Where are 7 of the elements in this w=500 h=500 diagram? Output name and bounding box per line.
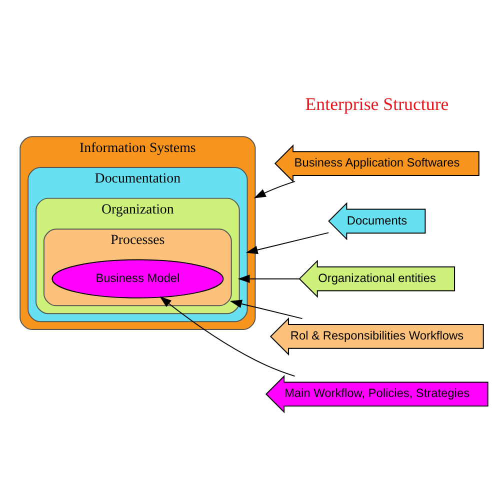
arrow bbox=[254, 180, 296, 198]
arrow bbox=[160, 296, 296, 377]
arrow bbox=[238, 274, 300, 283]
arrow bbox=[230, 300, 303, 320]
arrow bbox=[246, 232, 330, 254]
node-ellipse: Business Model bbox=[52, 259, 224, 298]
label: Enterprise Structure bbox=[305, 94, 449, 114]
